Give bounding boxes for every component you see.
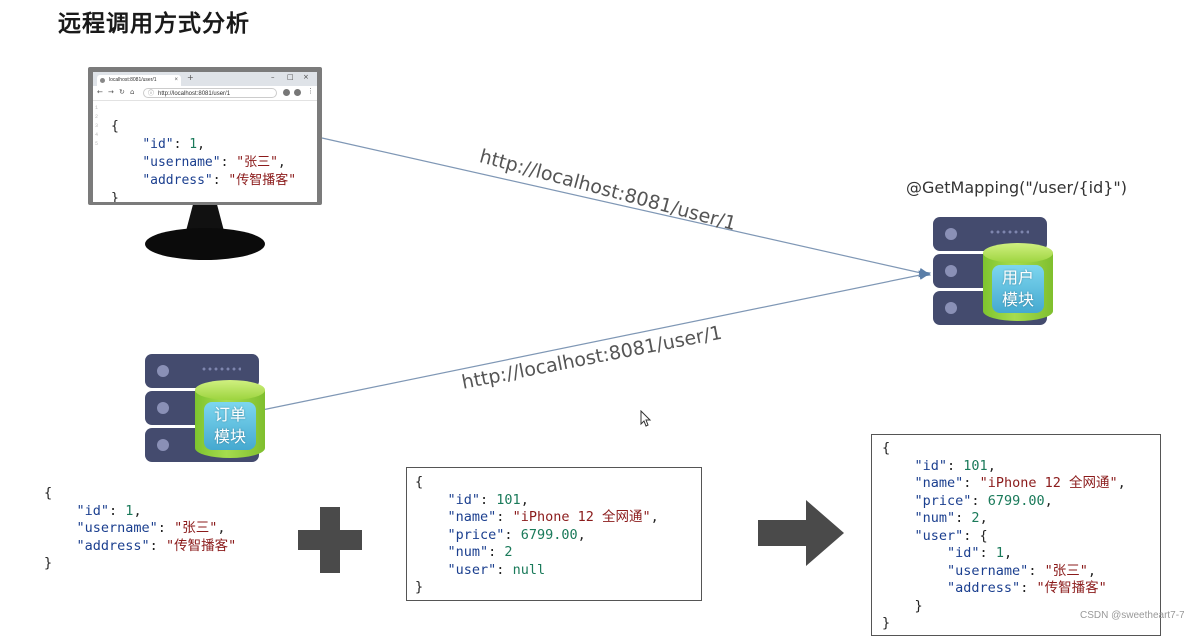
page-title: 远程调用方式分析 xyxy=(58,11,250,37)
order-module-server: 订单 模块 xyxy=(145,354,269,466)
monitor-stand xyxy=(186,205,224,231)
tab-title: localhost:8081/user/1 xyxy=(109,77,157,83)
order-request-arrow xyxy=(261,270,932,411)
minimize-icon[interactable]: – xyxy=(271,73,275,81)
favicon-icon xyxy=(100,78,105,83)
browser-request-arrow xyxy=(321,137,932,278)
home-icon[interactable]: ⌂ xyxy=(130,88,135,96)
maximize-icon[interactable]: □ xyxy=(287,73,294,81)
browser-toolbar: ← → ↻ ⌂ ⓘ http://localhost:8081/user/1 ⋮ xyxy=(93,86,317,101)
info-icon: ⓘ xyxy=(148,91,155,97)
profile-icon[interactable] xyxy=(294,89,301,96)
address-bar[interactable]: ⓘ http://localhost:8081/user/1 xyxy=(143,88,277,98)
extension-icon[interactable] xyxy=(283,89,290,96)
order-module-label: 订单 模块 xyxy=(204,402,256,450)
user-json: { "id": 1, "username": "张三", "address": … xyxy=(44,485,237,571)
order-json: { "id": 101, "name": "iPhone 12 全网通", "p… xyxy=(415,474,659,595)
browser-tabbar: localhost:8081/user/1 × + – □ × xyxy=(93,72,317,86)
back-icon[interactable]: ← xyxy=(97,88,103,96)
plus-icon xyxy=(298,507,362,573)
user-module-server: 用户 模块 xyxy=(933,217,1057,329)
database-icon: 订单 模块 xyxy=(195,380,265,462)
database-icon: 用户 模块 xyxy=(983,243,1053,325)
right-arrow-icon xyxy=(758,500,844,566)
new-tab-icon[interactable]: + xyxy=(187,73,194,82)
browser-tab[interactable]: localhost:8081/user/1 × xyxy=(97,75,181,86)
user-module-label: 用户 模块 xyxy=(992,265,1044,313)
get-mapping-annotation: @GetMapping("/user/{id}") xyxy=(906,178,1128,197)
close-tab-icon[interactable]: × xyxy=(174,77,178,83)
merged-json-box xyxy=(871,434,1161,636)
close-window-icon[interactable]: × xyxy=(303,73,309,81)
line-numbers: 1 2 3 4 5 xyxy=(95,105,99,147)
address-bar-url: http://localhost:8081/user/1 xyxy=(158,91,231,97)
order-json-box xyxy=(406,467,702,601)
forward-icon[interactable]: → xyxy=(108,88,114,96)
monitor-base xyxy=(145,228,265,260)
watermark: CSDN @sweetheart7-7 xyxy=(1080,610,1184,621)
browser-json-response: { "id": 1, "username": "张三", "address": … xyxy=(111,119,297,202)
menu-icon[interactable]: ⋮ xyxy=(307,87,314,95)
merged-json: { "id": 101, "name": "iPhone 12 全网通", "p… xyxy=(882,440,1126,631)
browser-window: localhost:8081/user/1 × + – □ × ← → ↻ ⌂ … xyxy=(93,72,317,202)
reload-icon[interactable]: ↻ xyxy=(119,88,125,96)
mouse-cursor-icon xyxy=(640,410,652,427)
